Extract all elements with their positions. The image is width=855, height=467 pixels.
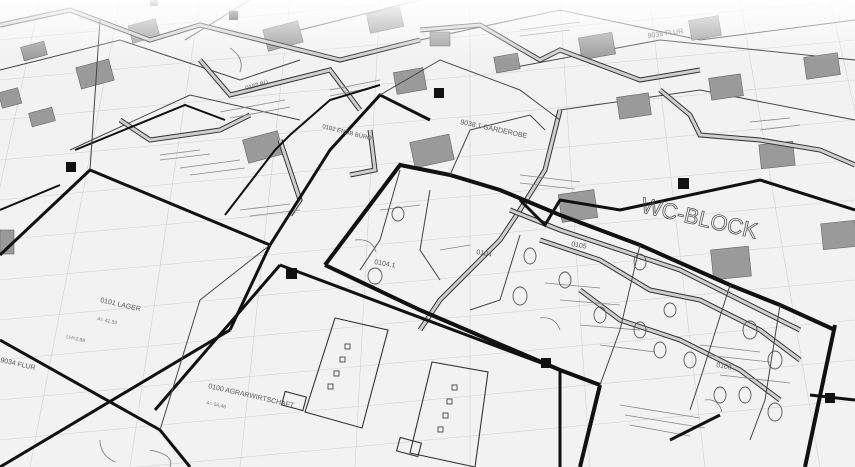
label-room-0106: 0106	[716, 362, 733, 372]
label-room-0104: 0104	[476, 249, 493, 259]
door-swings	[99, 47, 723, 467]
label-agrar-area: A= 54,46	[206, 400, 227, 410]
fixtures	[367, 206, 783, 422]
label-lager-area: A= 41,59	[97, 316, 118, 326]
shaft-rectangles	[280, 317, 489, 467]
label-room-0104-1: 0104.1	[374, 259, 396, 270]
label-lager-height: LH=2,98	[66, 334, 86, 344]
thick-walls	[0, 84, 855, 467]
interior-walls	[89, 19, 781, 441]
shaft-squares	[327, 343, 458, 433]
label-room-0105: 0105	[571, 241, 588, 251]
